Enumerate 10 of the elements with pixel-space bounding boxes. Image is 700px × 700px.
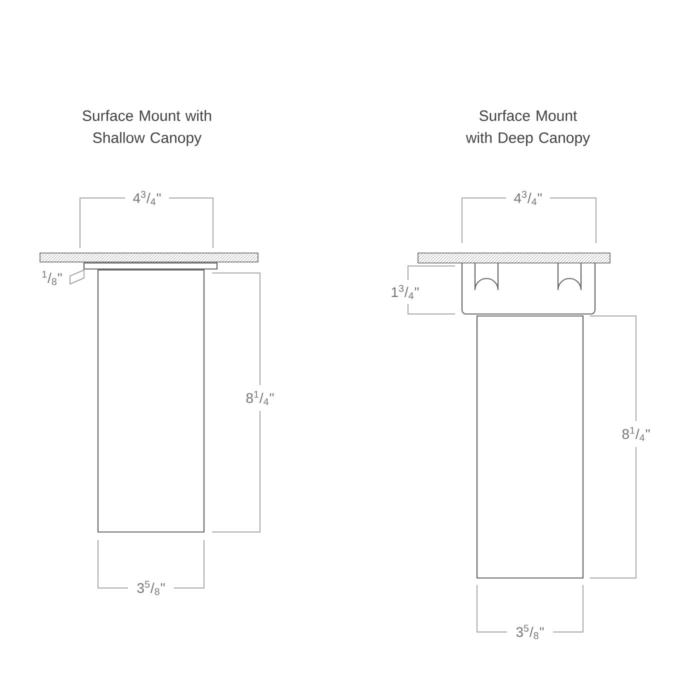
dimension-label: $^{1}$/$_{8}$" <box>42 270 62 286</box>
dimension-label: 4$^{3}$/$_{4}$" <box>133 190 161 206</box>
dimension-label: 8$^{1}$/$_{4}$" <box>246 390 274 406</box>
subtitle: Surface Mount with Shallow Canopy <box>82 110 212 146</box>
subtitle: Surface Mount with Deep Canopy <box>466 110 590 146</box>
dimension-label: 1$^{3}$/$_{4}$" <box>392 284 419 300</box>
dimension-label: 3$^{5}$/$_{8}$" <box>516 624 544 640</box>
dimension-label: 3$^{5}$/$_{8}$" <box>137 580 165 596</box>
dimension-label: 4$^{3}$/$_{4}$" <box>514 190 542 206</box>
dimension-label: 8$^{1}$/$_{4}$" <box>622 426 650 442</box>
